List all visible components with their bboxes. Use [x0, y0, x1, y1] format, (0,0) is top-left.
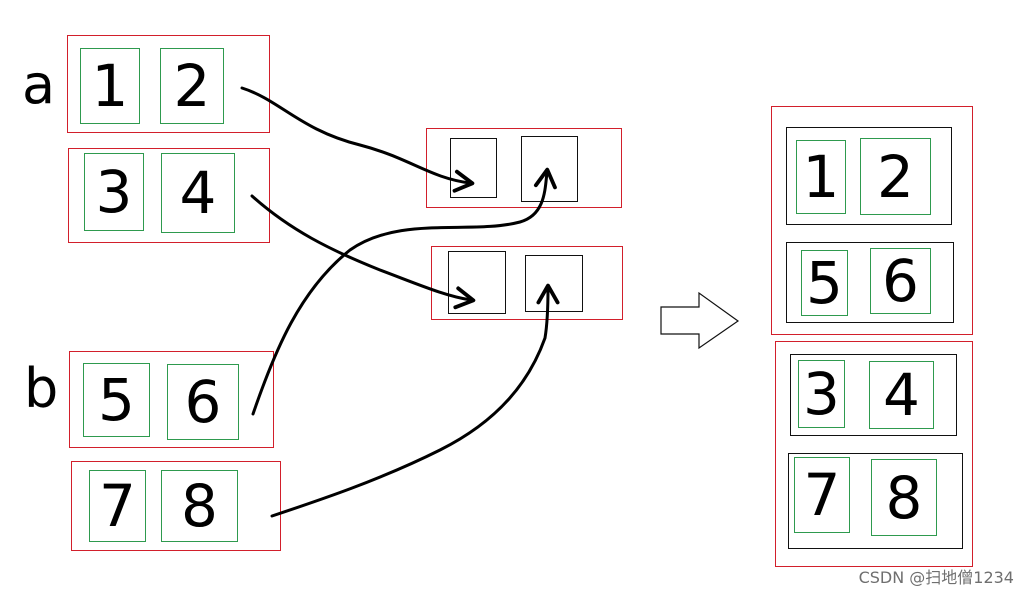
result-pair-7-8: 7 8 — [788, 453, 963, 549]
result-cell-7: 7 — [794, 457, 850, 533]
pair-container-2 — [431, 246, 623, 320]
cell-a-3: 3 — [84, 153, 144, 231]
cell-b-6: 6 — [167, 364, 239, 440]
pair2-slot-left — [448, 251, 506, 314]
a-row1-container: 1 2 — [67, 35, 270, 133]
result-cell-2: 2 — [860, 138, 931, 215]
cell-a-4: 4 — [161, 153, 235, 233]
cell-a-1: 1 — [80, 48, 140, 124]
result-pair-5-6: 5 6 — [786, 242, 954, 323]
arrow-8-to-pair2-right — [270, 283, 560, 518]
cell-b-5: 5 — [83, 363, 150, 437]
pair2-slot-right — [525, 255, 583, 312]
result-arrow-icon — [660, 291, 740, 350]
result-cell-5: 5 — [801, 250, 848, 316]
result-cell-1: 1 — [796, 140, 846, 214]
b-row1-container: 5 6 — [69, 351, 274, 448]
pair1-slot-right — [521, 136, 578, 202]
cell-b-8: 8 — [161, 470, 238, 542]
watermark-text: CSDN @扫地僧1234 — [858, 568, 1014, 587]
result-cell-8: 8 — [871, 459, 937, 536]
pair-container-1 — [426, 128, 622, 208]
result-cell-3: 3 — [798, 360, 845, 428]
pair1-slot-left — [450, 138, 497, 198]
label-a: a — [22, 53, 56, 116]
result-cell-6: 6 — [870, 248, 931, 314]
result-cell-4: 4 — [869, 361, 934, 429]
b-row2-container: 7 8 — [71, 461, 281, 551]
result-pair-1-2: 1 2 — [786, 127, 952, 225]
cell-a-2: 2 — [160, 48, 224, 124]
a-row2-container: 3 4 — [68, 148, 270, 243]
label-b: b — [24, 357, 59, 420]
result-group-1: 1 2 5 6 — [771, 106, 973, 335]
result-pair-3-4: 3 4 — [790, 354, 957, 436]
result-group-2: 3 4 7 8 — [775, 341, 973, 567]
cell-b-7: 7 — [89, 470, 146, 542]
